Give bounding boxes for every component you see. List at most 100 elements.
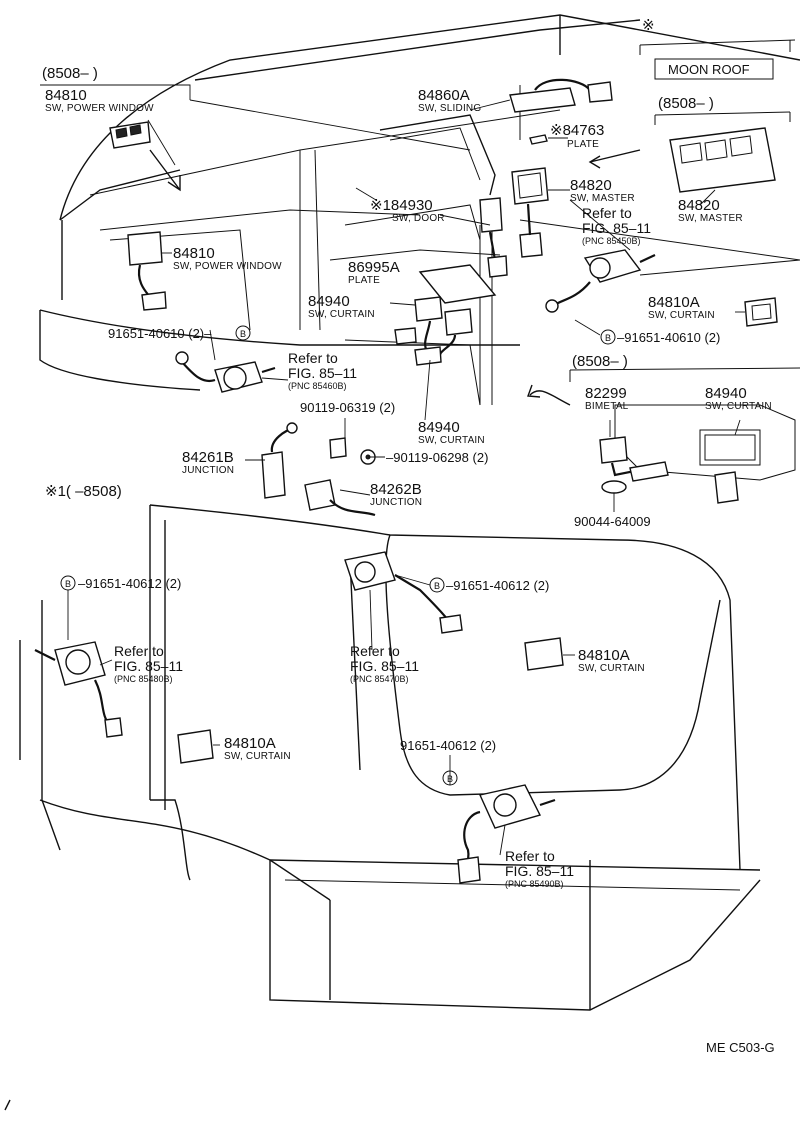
junction-84262B xyxy=(304,479,376,517)
svg-text:PLATE: PLATE xyxy=(348,275,380,286)
callout-84261B-junction: 84261B JUNCTION xyxy=(182,449,234,476)
svg-text:SW, POWER WINDOW: SW, POWER WINDOW xyxy=(173,261,282,272)
svg-text:MOON ROOF: MOON ROOF xyxy=(668,62,750,77)
bolt-marker: B xyxy=(235,325,251,341)
svg-text:90119-06319 (2): 90119-06319 (2) xyxy=(300,400,395,415)
svg-text:84940: 84940 xyxy=(705,385,747,402)
svg-text:84262B: 84262B xyxy=(370,481,422,498)
callout-refer-85480B: Refer to FIG. 85–11 (PNC 85480B) xyxy=(114,643,183,684)
motor-assembly-85490B xyxy=(457,784,556,884)
svg-text:–90119-06298 (2): –90119-06298 (2) xyxy=(386,450,488,465)
svg-text:SW, CURTAIN: SW, CURTAIN xyxy=(308,309,375,320)
callout-84810-power-window-top: 84810 SW, POWER WINDOW xyxy=(45,87,154,114)
svg-text:84810A: 84810A xyxy=(578,647,630,664)
svg-text:SW, MASTER: SW, MASTER xyxy=(570,193,635,204)
svg-text:SW, CURTAIN: SW, CURTAIN xyxy=(224,751,291,762)
callout-84860A-sliding: 84860A SW, SLIDING xyxy=(418,87,481,114)
svg-text:84860A: 84860A xyxy=(418,87,470,104)
svg-text:84940: 84940 xyxy=(418,419,460,436)
callout-90044-64009: 90044-64009 xyxy=(574,514,651,529)
svg-text:SW, POWER WINDOW: SW, POWER WINDOW xyxy=(45,103,154,114)
svg-text:※84763: ※84763 xyxy=(550,122,604,139)
svg-text:(PNC 85470B): (PNC 85470B) xyxy=(350,674,409,684)
callout-90119-06319: 90119-06319 (2) xyxy=(300,400,395,415)
callout-range-8508-left: ※1( –8508) xyxy=(45,483,122,500)
svg-text:SW, CURTAIN: SW, CURTAIN xyxy=(705,401,772,412)
power-window-switch-84810-lower xyxy=(127,231,167,311)
svg-text:84810A: 84810A xyxy=(648,294,700,311)
vehicle-body-outline xyxy=(4,14,800,1111)
svg-text:Refer to: Refer to xyxy=(582,205,632,221)
motor-assembly-85480B xyxy=(34,641,123,738)
svg-text:90044-64009: 90044-64009 xyxy=(574,514,651,529)
svg-text:–91651-40610 (2): –91651-40610 (2) xyxy=(617,330,720,345)
curtain-switch-84810A-center xyxy=(524,637,564,671)
svg-text:(8508– ): (8508– ) xyxy=(42,65,98,82)
bolt-marker: B xyxy=(442,770,458,786)
callout-84810-power-window-side: 84810 SW, POWER WINDOW xyxy=(173,245,282,272)
callout-8508-range-top-left: (8508– ) xyxy=(42,65,98,82)
svg-text:PLATE: PLATE xyxy=(567,139,599,150)
callout-91651-40610-right: –91651-40610 (2) xyxy=(617,330,720,345)
callout-8508-range-moonroof: (8508– ) xyxy=(658,95,714,112)
callout-91651-40610-left: 91651-40610 (2)– xyxy=(108,326,212,341)
svg-text:82299: 82299 xyxy=(585,385,627,402)
svg-text:B: B xyxy=(447,774,453,784)
callout-84930-door: ※184930 SW, DOOR xyxy=(370,197,445,224)
svg-text:84810: 84810 xyxy=(173,245,215,262)
callout-refer-85460B: Refer to FIG. 85–11 (PNC 85460B) xyxy=(288,350,357,391)
svg-text:FIG. 85–11: FIG. 85–11 xyxy=(582,220,651,236)
moon-roof-box xyxy=(654,58,774,80)
plate-86995A xyxy=(418,264,497,304)
svg-text:BIMETAL: BIMETAL xyxy=(585,401,629,412)
svg-text:FIG. 85–11: FIG. 85–11 xyxy=(505,863,574,879)
callout-84820-master-moonroof: 84820 SW, MASTER xyxy=(678,197,743,224)
callout-84810A-curtain-right: 84810A SW, CURTAIN xyxy=(648,294,715,321)
master-switch-84820-moonroof xyxy=(669,127,776,193)
callout-84940-curtain-lower: 84940 SW, CURTAIN xyxy=(418,419,485,446)
callout-91651-40612-left: –91651-40612 (2) xyxy=(78,576,181,591)
leader-lines xyxy=(40,84,745,856)
callout-8508-range-bimetal: (8508– ) xyxy=(572,353,628,370)
svg-text:(8508– ): (8508– ) xyxy=(572,353,628,370)
svg-text:–91651-40612 (2): –91651-40612 (2) xyxy=(78,576,181,591)
callout-84820-master: 84820 SW, MASTER xyxy=(570,177,635,204)
svg-text:Refer to: Refer to xyxy=(350,643,400,659)
junction-84261B xyxy=(261,422,298,499)
callout-labels: (8508– ) 84810 SW, POWER WINDOW 84860A S… xyxy=(42,17,772,889)
callout-84940-curtain-upper: 84940 SW, CURTAIN xyxy=(308,293,375,320)
callout-86995A-plate: 86995A PLATE xyxy=(348,259,400,286)
callout-84940-curtain-bimetal: 84940 SW, CURTAIN xyxy=(705,385,772,412)
bolt-marker: B xyxy=(600,329,616,345)
svg-text:B: B xyxy=(240,329,246,339)
bolts-90119 xyxy=(329,437,376,465)
callout-82299-bimetal: 82299 BIMETAL xyxy=(585,385,629,412)
callout-90119-06298: –90119-06298 (2) xyxy=(386,450,488,465)
svg-text:(8508– ): (8508– ) xyxy=(658,95,714,112)
svg-text:84940: 84940 xyxy=(308,293,350,310)
bimetal-82299 xyxy=(599,436,739,504)
callout-84810A-curtain-center: 84810A SW, CURTAIN xyxy=(578,647,645,674)
svg-text:(PNC 85460B): (PNC 85460B) xyxy=(288,381,347,391)
callout-91651-40612-lower: 91651-40612 (2) xyxy=(400,738,496,753)
master-switch-84820 xyxy=(511,167,549,258)
power-window-switch-84810-upper xyxy=(109,121,151,149)
svg-text:91651-40612 (2): 91651-40612 (2) xyxy=(400,738,496,753)
motor-assembly-85450B xyxy=(545,249,656,313)
callout-91651-40612-center: –91651-40612 (2) xyxy=(446,578,549,593)
svg-text:※1( –8508): ※1( –8508) xyxy=(45,483,122,500)
svg-text:B: B xyxy=(65,579,71,589)
svg-text:※184930: ※184930 xyxy=(370,197,433,214)
svg-text:※: ※ xyxy=(642,17,655,34)
sliding-switch-84860A xyxy=(509,78,613,113)
svg-text:SW, CURTAIN: SW, CURTAIN xyxy=(578,663,645,674)
bolt-marker: B xyxy=(60,575,76,591)
callout-refer-85450B: Refer to FIG. 85–11 (PNC 85450B) xyxy=(582,205,651,246)
callout-84262B-junction: 84262B JUNCTION xyxy=(370,481,422,508)
svg-text:–91651-40612 (2): –91651-40612 (2) xyxy=(446,578,549,593)
callout-84763-plate: ※84763 PLATE xyxy=(550,122,604,150)
svg-text:FIG. 85–11: FIG. 85–11 xyxy=(350,658,419,674)
motor-assembly-85460B xyxy=(175,351,276,393)
callout-84810A-curtain-lower-left: 84810A SW, CURTAIN xyxy=(224,735,291,762)
